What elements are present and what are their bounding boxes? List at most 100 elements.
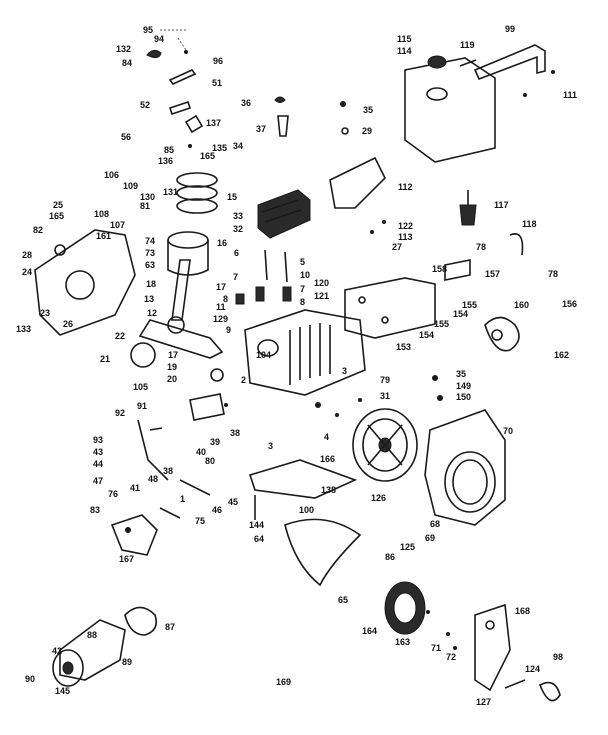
- label-27: 27: [392, 242, 402, 252]
- label-135: 135: [212, 143, 227, 153]
- governor-spring-parts: [146, 29, 197, 116]
- label-69: 69: [425, 533, 435, 543]
- label-47: 47: [93, 476, 103, 486]
- label-48: 48: [148, 474, 158, 484]
- label-6: 6: [234, 248, 239, 258]
- label-94: 94: [154, 34, 164, 44]
- heat-shield-plate: [344, 277, 436, 339]
- label-2: 2: [241, 375, 246, 385]
- label-161: 161: [96, 231, 111, 241]
- label-104: 104: [256, 350, 271, 360]
- cylinder-head: [257, 189, 311, 239]
- valves-and-springs: [235, 249, 292, 305]
- label-89: 89: [122, 657, 132, 667]
- label-41: 41: [130, 483, 140, 493]
- label-125: 125: [400, 542, 415, 552]
- label-157: 157: [485, 269, 500, 279]
- label-73: 73: [145, 248, 155, 258]
- label-165-left: 165: [49, 211, 64, 221]
- label-80: 80: [205, 456, 215, 466]
- label-107: 107: [110, 220, 125, 230]
- label-120: 120: [314, 278, 329, 288]
- label-4: 4: [324, 432, 329, 442]
- label-64: 64: [254, 534, 264, 544]
- label-90: 90: [25, 674, 35, 684]
- label-153: 153: [396, 342, 411, 352]
- label-28: 28: [22, 250, 32, 260]
- label-154-lower: 154: [419, 330, 434, 340]
- label-130: 130: [140, 192, 155, 202]
- label-131: 131: [163, 187, 178, 197]
- flywheel: [352, 408, 418, 482]
- label-35-right: 35: [456, 369, 466, 379]
- label-40: 40: [196, 447, 206, 457]
- label-31: 31: [380, 391, 390, 401]
- label-113: 113: [398, 232, 413, 242]
- label-8-left: 8: [223, 294, 228, 304]
- label-81: 81: [140, 201, 150, 211]
- label-22: 22: [115, 331, 125, 341]
- label-51: 51: [212, 78, 222, 88]
- crankshaft: [130, 319, 224, 382]
- label-68: 68: [430, 519, 440, 529]
- label-1: 1: [180, 494, 185, 504]
- label-167: 167: [119, 554, 134, 564]
- label-122: 122: [398, 221, 413, 231]
- label-42: 42: [52, 646, 62, 656]
- label-56: 56: [121, 132, 131, 142]
- label-52: 52: [140, 100, 150, 110]
- crankcase-cover: [34, 229, 136, 336]
- label-37: 37: [256, 124, 266, 134]
- label-164: 164: [362, 626, 377, 636]
- label-20: 20: [167, 374, 177, 384]
- label-137: 137: [206, 118, 221, 128]
- label-149: 149: [456, 381, 471, 391]
- label-119: 119: [460, 40, 475, 50]
- label-10: 10: [300, 270, 310, 280]
- label-96: 96: [213, 56, 223, 66]
- label-108: 108: [94, 209, 109, 219]
- label-32: 32: [233, 224, 243, 234]
- label-155-upper: 155: [462, 300, 477, 310]
- label-25: 25: [53, 200, 63, 210]
- label-71: 71: [431, 643, 441, 653]
- ring-gear: [384, 581, 426, 635]
- label-38-low: 38: [163, 466, 173, 476]
- label-83: 83: [90, 505, 100, 515]
- ignition-coil: [110, 514, 158, 556]
- base-plate: [248, 459, 358, 520]
- label-34: 34: [233, 141, 243, 151]
- label-70: 70: [503, 426, 513, 436]
- label-24: 24: [22, 267, 32, 277]
- label-136: 136: [158, 156, 173, 166]
- label-99: 99: [505, 24, 515, 34]
- label-9: 9: [226, 325, 231, 335]
- governor-linkage: [137, 393, 225, 519]
- label-46: 46: [212, 505, 222, 515]
- label-145: 145: [55, 686, 70, 696]
- misc-fasteners: [224, 375, 457, 650]
- label-156: 156: [562, 299, 577, 309]
- label-11: 11: [216, 302, 226, 312]
- label-26: 26: [63, 319, 73, 329]
- blower-housing: [424, 409, 506, 526]
- label-144: 144: [249, 520, 264, 530]
- label-74: 74: [145, 236, 155, 246]
- label-19: 19: [167, 362, 177, 372]
- label-35-top: 35: [363, 105, 373, 115]
- air-shroud: [284, 518, 362, 587]
- label-166: 166: [320, 454, 335, 464]
- control-bracket: [474, 603, 561, 702]
- label-45: 45: [228, 497, 238, 507]
- label-86: 86: [385, 552, 395, 562]
- label-155-lower: 155: [434, 319, 449, 329]
- label-95: 95: [143, 25, 153, 35]
- label-91: 91: [137, 401, 147, 411]
- label-78-right: 78: [548, 269, 558, 279]
- label-118: 118: [522, 219, 537, 229]
- label-44: 44: [93, 459, 103, 469]
- label-100: 100: [299, 505, 314, 515]
- label-16: 16: [217, 238, 227, 248]
- label-115: 115: [397, 34, 412, 44]
- label-169: 169: [276, 677, 291, 687]
